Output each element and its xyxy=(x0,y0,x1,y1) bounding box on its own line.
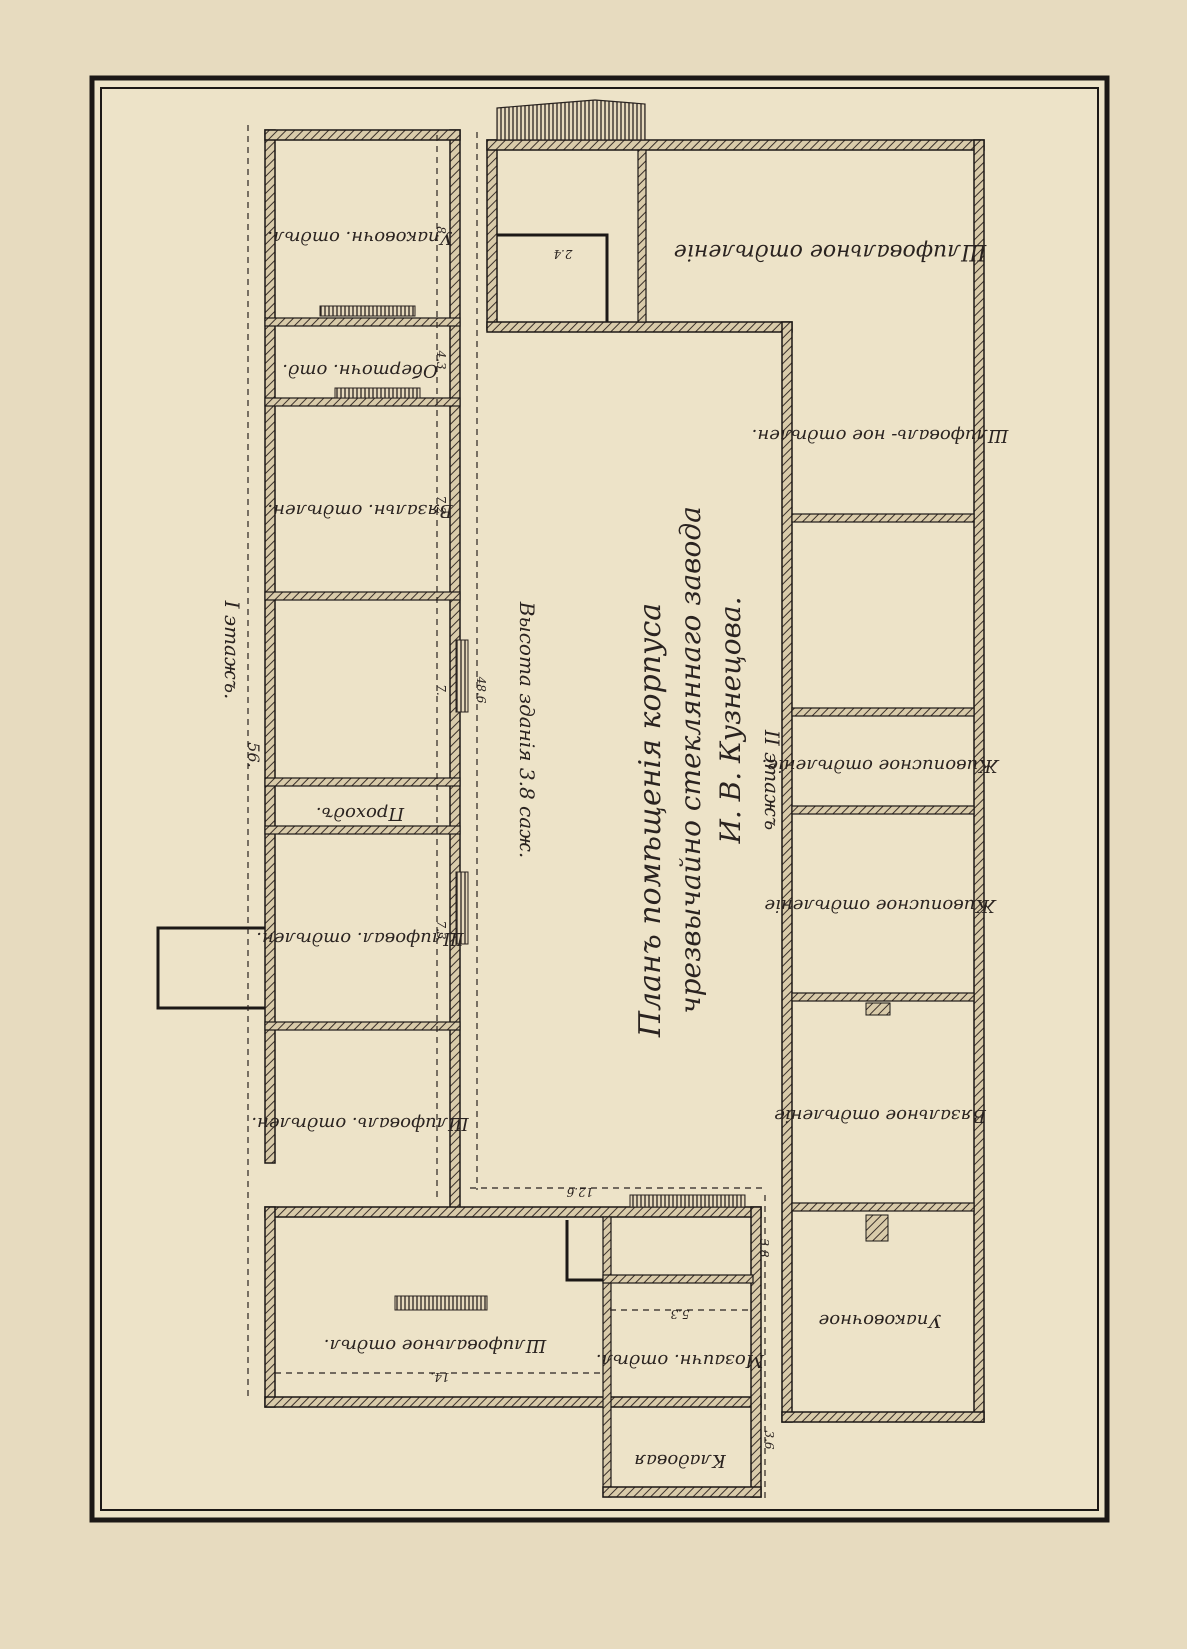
outer-frame xyxy=(89,75,1110,1523)
room-bottom-mid: Мозаичн. отдѣл. xyxy=(596,1350,765,1371)
title-line-2: чрезвычайно стекляннаго завода xyxy=(674,506,707,1014)
dim-bottom-width: 14. xyxy=(430,1370,449,1384)
bottom-wing-walls xyxy=(264,1206,762,1498)
room-left-3: Вязальн. отдѣлен. xyxy=(267,500,453,521)
dim-inner-length: 48.6 xyxy=(474,676,488,704)
dim-extra-2: 3.8 xyxy=(757,1238,771,1257)
staircase xyxy=(455,871,469,945)
room-right-1: Шлифоваль- ное отдѣлен. xyxy=(752,425,1010,446)
dim-left-3: 7.2 xyxy=(434,495,448,514)
first-floor-label: I этажъ. xyxy=(220,600,244,700)
dim-left-1: 8. xyxy=(434,226,448,237)
dim-mid-1: 5.3 xyxy=(670,1307,689,1321)
dimension-lines xyxy=(247,125,766,1500)
second-floor-label: II этажъ xyxy=(760,729,784,830)
dim-court-width: 12.6 xyxy=(566,1185,593,1199)
title-line-3: И. В. Кузнецова. xyxy=(714,596,747,844)
left-wing-walls xyxy=(264,129,461,1216)
staircase xyxy=(334,387,421,399)
room-right-6: Упаковочное xyxy=(819,1310,942,1331)
stove xyxy=(865,1002,891,1016)
staircase xyxy=(394,1295,488,1311)
partition-solid xyxy=(565,1220,603,1282)
dim-left-6: 7.3 xyxy=(434,920,448,939)
room-left-1: Упаковочн. отдѣл. xyxy=(267,227,452,248)
staircase xyxy=(319,305,416,317)
right-wing-walls xyxy=(781,139,985,1423)
dim-mid-2: 3.6 xyxy=(762,1430,776,1449)
staircase xyxy=(629,1194,746,1208)
room-top-right: Шлифовальное отдѣленіе xyxy=(674,239,987,264)
inner-frame xyxy=(100,87,1099,1511)
room-left-5: Проходъ. xyxy=(316,803,405,824)
dim-total-length: 56. xyxy=(244,742,263,767)
dim-left-2: 4.3 xyxy=(434,349,448,369)
top-wing-walls xyxy=(486,139,985,333)
room-bottom-store: Кладовая xyxy=(634,1450,727,1471)
title-line-1: Планъ помѣщенія корпуса xyxy=(633,603,668,1038)
main-title: Планъ помѣщенія корпуса чрезвычайно стек… xyxy=(633,506,747,1038)
room-left-7: Шлифоваль. отдѣлен. xyxy=(251,1113,469,1134)
dim-left-4: 7. xyxy=(434,684,448,695)
room-right-3: Живописное отдѣленіе. xyxy=(762,755,1001,776)
stove xyxy=(865,1214,889,1242)
room-left-6: Шлифовал. отдѣлен. xyxy=(256,928,465,949)
height-note: Высота зданія 3.8 саж. xyxy=(515,601,539,859)
room-left-2: Оберточн. отд. xyxy=(282,360,437,381)
room-bottom-left: Шлифовальное отдѣл. xyxy=(324,1335,547,1356)
room-right-5: Вязальное отдѣленіе xyxy=(774,1105,987,1126)
room-right-4: Живописное отдѣленіе xyxy=(764,895,997,916)
staircase xyxy=(455,639,469,713)
porch-steps xyxy=(496,99,646,141)
partition-solid xyxy=(497,233,609,322)
entrance-annex xyxy=(156,926,265,1010)
dim-extra-1: 2.4 xyxy=(553,247,573,261)
